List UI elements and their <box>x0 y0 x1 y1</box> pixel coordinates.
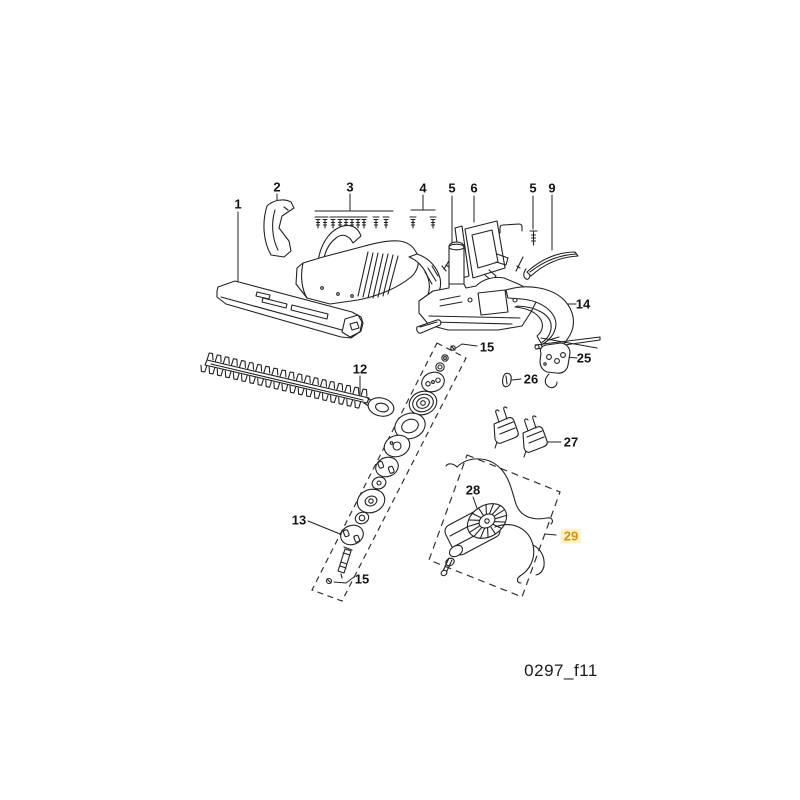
upper-housing-part <box>295 224 442 305</box>
wiring-part <box>445 458 553 584</box>
part-label-15a[interactable]: 15 <box>479 339 495 355</box>
part-label-4[interactable]: 4 <box>419 180 427 196</box>
part-label-6[interactable]: 6 <box>470 180 478 196</box>
bracket-part <box>263 199 295 258</box>
part-label-2[interactable]: 2 <box>273 179 281 195</box>
blade-cover-part <box>216 280 364 339</box>
screw-set <box>314 216 538 272</box>
figure-code: 0297_f11 <box>524 661 598 680</box>
part-label-14[interactable]: 14 <box>575 296 591 312</box>
motor-group-outline <box>428 454 561 598</box>
part-label-5a[interactable]: 5 <box>448 180 456 196</box>
gear-stack-part <box>325 354 449 585</box>
motor-part <box>440 503 508 577</box>
part-label-9[interactable]: 9 <box>548 180 556 196</box>
part-label-27[interactable]: 27 <box>563 434 579 450</box>
part-label-1[interactable]: 1 <box>234 196 242 212</box>
gear-stack-group-outline <box>311 342 467 602</box>
part-label-26[interactable]: 26 <box>523 371 539 387</box>
part-label-25[interactable]: 25 <box>576 350 592 366</box>
handle-trim-part <box>515 251 579 280</box>
part-label-15b[interactable]: 15 <box>354 571 370 587</box>
part-label-13[interactable]: 13 <box>291 512 307 528</box>
leader-lines <box>237 193 578 584</box>
part-label-28[interactable]: 28 <box>465 482 481 498</box>
clip-part <box>502 372 512 388</box>
part-label-12[interactable]: 12 <box>352 361 368 377</box>
switch-part <box>534 336 601 389</box>
part-label-5b[interactable]: 5 <box>529 180 537 196</box>
wire-clamp <box>499 223 523 234</box>
part-label-3[interactable]: 3 <box>346 179 354 195</box>
screw-part-5a <box>441 255 453 272</box>
blade-part <box>200 352 395 417</box>
part-label-29-highlighted[interactable]: 29 <box>560 528 582 544</box>
brush-holder-parts <box>493 406 548 458</box>
screw-part-5b <box>529 230 538 246</box>
